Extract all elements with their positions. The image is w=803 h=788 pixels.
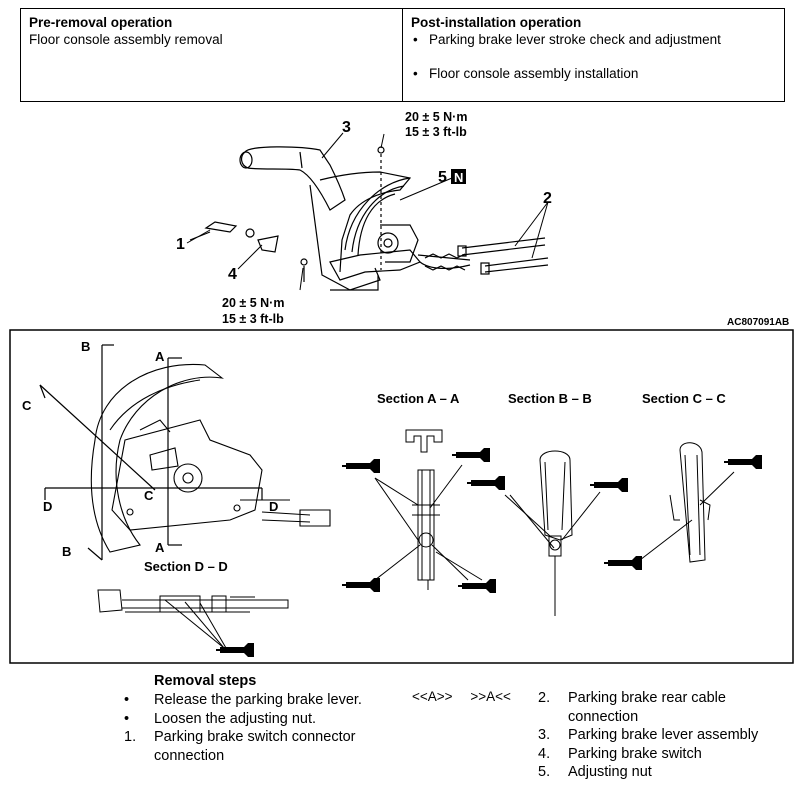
section-cc-title: Section C – C xyxy=(642,391,726,406)
grease-icon xyxy=(467,476,505,490)
grease-icon xyxy=(458,579,496,593)
step-text: Parking brake switch xyxy=(568,745,702,762)
removal-marker: <<A>> xyxy=(412,689,453,704)
step-text: Parking brake lever assembly xyxy=(568,727,759,743)
part-number-4: 4 xyxy=(228,266,237,283)
cut-label-c-top: C xyxy=(22,398,32,413)
pre-removal-item: Floor console assembly removal xyxy=(29,32,223,47)
part-number-2: 2 xyxy=(543,190,552,207)
step-text: Parking brake rear cable connection xyxy=(568,690,726,725)
part-number-5: 5 xyxy=(438,169,447,186)
torque-top-nm: 20 ± 5 N·m xyxy=(405,110,467,124)
part-number-1: 1 xyxy=(176,236,185,253)
grease-icon xyxy=(604,556,642,570)
step-marker: • xyxy=(124,710,130,727)
section-dd-drawing xyxy=(97,589,289,613)
torque-top-ftlb: 15 ± 3 ft-lb xyxy=(405,125,467,139)
grease-icon xyxy=(342,459,380,473)
section-cc-drawing xyxy=(669,442,711,563)
removal-step: 4. Parking brake switch xyxy=(538,745,788,764)
cut-label-d-left: D xyxy=(43,499,52,514)
lever-assembly-drawing xyxy=(189,146,549,291)
installation-marker: >>A<< xyxy=(470,689,511,704)
grease-icon xyxy=(452,448,490,462)
grease-icon xyxy=(590,478,628,492)
step-marker: 1. xyxy=(124,729,137,745)
step-text: Release the parking brake lever. xyxy=(154,692,362,708)
removal-step: 5. Adjusting nut xyxy=(538,763,788,782)
step-text: Loosen the adjusting nut. xyxy=(154,710,317,727)
step-marker: 2. xyxy=(538,690,551,706)
figure-code: AC807091AB xyxy=(727,317,789,328)
section-aa-drawing xyxy=(405,429,443,590)
cut-label-b-top: B xyxy=(81,339,90,354)
removal-step: • Loosen the adjusting nut. xyxy=(124,710,384,729)
removal-steps-right: 2. Parking brake rear cable connection 3… xyxy=(538,689,788,782)
cut-label-a-top: A xyxy=(155,349,165,364)
step-marker: • xyxy=(124,692,130,708)
post-installation-heading: Post-installation operation xyxy=(411,15,582,30)
part-number-3: 3 xyxy=(342,119,351,136)
torque-bottom-nm: 20 ± 5 N·m xyxy=(222,296,284,310)
post-installation-item: Parking brake lever stroke check and adj… xyxy=(411,31,776,48)
post-installation-list: Parking brake lever stroke check and adj… xyxy=(411,31,776,82)
step-marker: 3. xyxy=(538,727,551,743)
nonreusable-badge xyxy=(451,169,466,184)
section-frame xyxy=(9,329,794,664)
torque-bottom-ftlb: 15 ± 3 ft-lb xyxy=(222,312,284,326)
removal-step: 3. Parking brake lever assembly xyxy=(538,726,788,745)
grease-icon xyxy=(342,578,380,592)
cut-label-d-right: D xyxy=(269,499,278,514)
grease-icon xyxy=(724,455,762,469)
operations-table: Pre-removal operation Floor console asse… xyxy=(20,8,785,102)
cut-label-a-bottom: A xyxy=(155,540,165,555)
removal-steps-title: Removal steps xyxy=(154,673,257,689)
step-marker: 4. xyxy=(538,745,551,762)
nonreusable-badge-letter: N xyxy=(454,170,463,185)
step-reference-markers: <<A>> >>A<< xyxy=(412,689,525,704)
pre-removal-column: Pre-removal operation Floor console asse… xyxy=(21,9,402,101)
section-bb-drawing xyxy=(539,450,573,616)
lever-side-view xyxy=(90,363,331,553)
removal-step: 1. Parking brake switch connector connec… xyxy=(124,728,384,765)
removal-step: 2. Parking brake rear cable connection xyxy=(538,689,788,726)
cut-label-b-bottom: B xyxy=(62,544,71,559)
post-installation-item: Floor console assembly installation xyxy=(411,65,776,82)
post-installation-column: Post-installation operation Parking brak… xyxy=(402,9,784,101)
step-text: Adjusting nut xyxy=(568,764,652,780)
pre-removal-heading: Pre-removal operation xyxy=(29,15,173,30)
cut-label-c-bottom: C xyxy=(144,488,154,503)
section-bb-title: Section B – B xyxy=(508,391,592,406)
removal-step: • Release the parking brake lever. xyxy=(124,691,384,710)
section-aa-title: Section A – A xyxy=(377,391,460,406)
step-marker: 5. xyxy=(538,764,551,780)
step-text: Parking brake switch connector connectio… xyxy=(154,729,356,764)
section-dd-title: Section D – D xyxy=(144,559,228,574)
removal-steps-left: • Release the parking brake lever. • Loo… xyxy=(124,691,384,765)
